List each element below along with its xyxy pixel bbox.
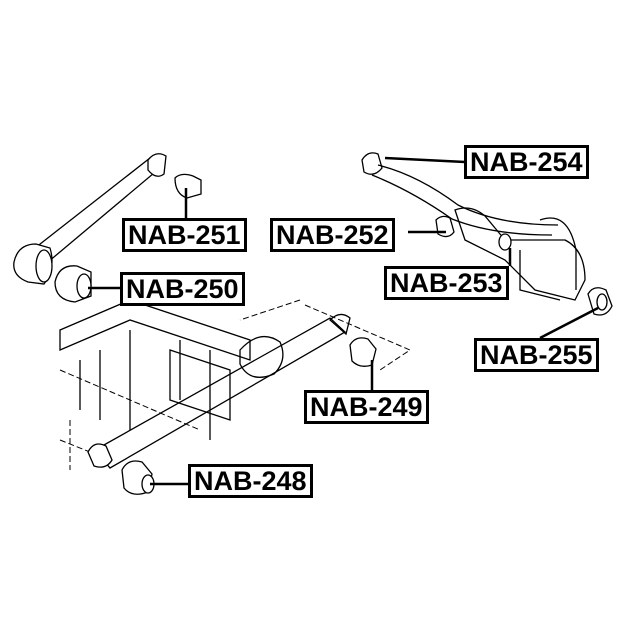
part-label-nab-250[interactable]: NAB-250 bbox=[120, 272, 245, 306]
part-label-nab-255[interactable]: NAB-255 bbox=[474, 338, 599, 372]
part-label-nab-248[interactable]: NAB-248 bbox=[188, 464, 313, 498]
part-label-nab-253[interactable]: NAB-253 bbox=[384, 266, 509, 300]
part-label-nab-254[interactable]: NAB-254 bbox=[464, 145, 589, 179]
leader-lines bbox=[88, 156, 599, 486]
lateral-link-assembly bbox=[361, 152, 613, 316]
part-label-nab-249[interactable]: NAB-249 bbox=[304, 390, 429, 424]
trailing-arm-upper bbox=[13, 153, 202, 303]
part-label-nab-252[interactable]: NAB-252 bbox=[270, 218, 395, 252]
axle-assembly bbox=[59, 299, 412, 495]
part-label-nab-251[interactable]: NAB-251 bbox=[122, 218, 247, 252]
